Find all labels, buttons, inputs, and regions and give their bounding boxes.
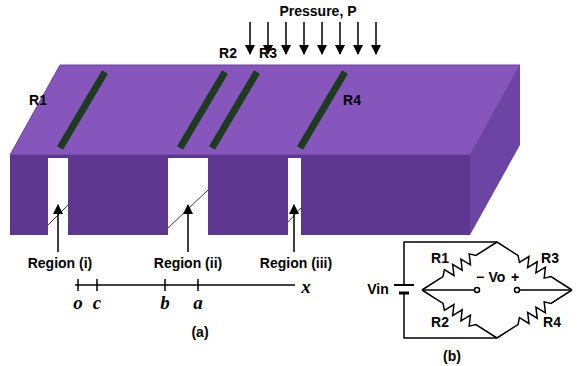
resistor-label: R3 (541, 251, 559, 265)
terminal (515, 288, 520, 293)
resistor-label: R2 (219, 46, 237, 60)
x-axis (75, 284, 295, 286)
block-side-face (470, 65, 520, 235)
axis-label: c (93, 293, 101, 312)
resistor-symbol (497, 290, 572, 338)
wire (422, 289, 474, 291)
resistor-label: R1 (431, 251, 449, 265)
axis-tick (197, 279, 199, 291)
axis-tick (96, 279, 98, 291)
resistor-symbol (422, 242, 497, 290)
voltage-label: Vo (489, 270, 506, 284)
panel-label: (b) (443, 349, 461, 363)
pressure-arrow (303, 22, 305, 54)
wire (404, 293, 497, 338)
region-label: Region (ii) (154, 256, 222, 270)
region-label: Region (i) (28, 256, 93, 270)
pressure-arrow (357, 22, 359, 54)
battery-plate (394, 284, 414, 286)
terminal-sign: + (511, 270, 519, 284)
axis-tick (77, 279, 79, 291)
wire (404, 242, 497, 285)
resistor-label: R4 (543, 315, 561, 329)
pressure-arrow (339, 22, 341, 54)
pointer-arrow (293, 205, 295, 252)
axis-label: o (73, 293, 83, 312)
axis-tick (164, 279, 166, 291)
resistor-strip (212, 72, 257, 148)
resistor-label: R1 (29, 93, 47, 107)
voltage-label: Vin (367, 282, 389, 296)
axis-label: x (301, 277, 311, 296)
terminal (475, 288, 480, 293)
pressure-label: Pressure, P (279, 4, 356, 18)
pointer-arrow (187, 205, 189, 252)
pressure-arrow (249, 22, 251, 54)
pressure-arrow (321, 22, 323, 54)
resistor-label: R3 (259, 46, 277, 60)
resistor-symbol (497, 242, 572, 290)
wire (520, 289, 572, 291)
pointer-arrow (57, 205, 59, 252)
axis-label: b (160, 293, 170, 312)
panel-label: (a) (191, 325, 208, 339)
axis-label: a (193, 293, 203, 312)
resistor-strip (300, 72, 345, 148)
pressure-arrow (375, 22, 377, 54)
block-top-face (10, 65, 520, 155)
pressure-arrow (285, 22, 287, 54)
battery-plate (399, 292, 409, 295)
block-front-face (10, 155, 470, 235)
region-label: Region (iii) (260, 256, 332, 270)
resistor-symbol (422, 290, 497, 338)
resistor-label: R4 (343, 93, 361, 107)
resistor-label: R2 (431, 315, 449, 329)
terminal-sign: − (476, 270, 484, 284)
resistor-strip (60, 72, 105, 148)
